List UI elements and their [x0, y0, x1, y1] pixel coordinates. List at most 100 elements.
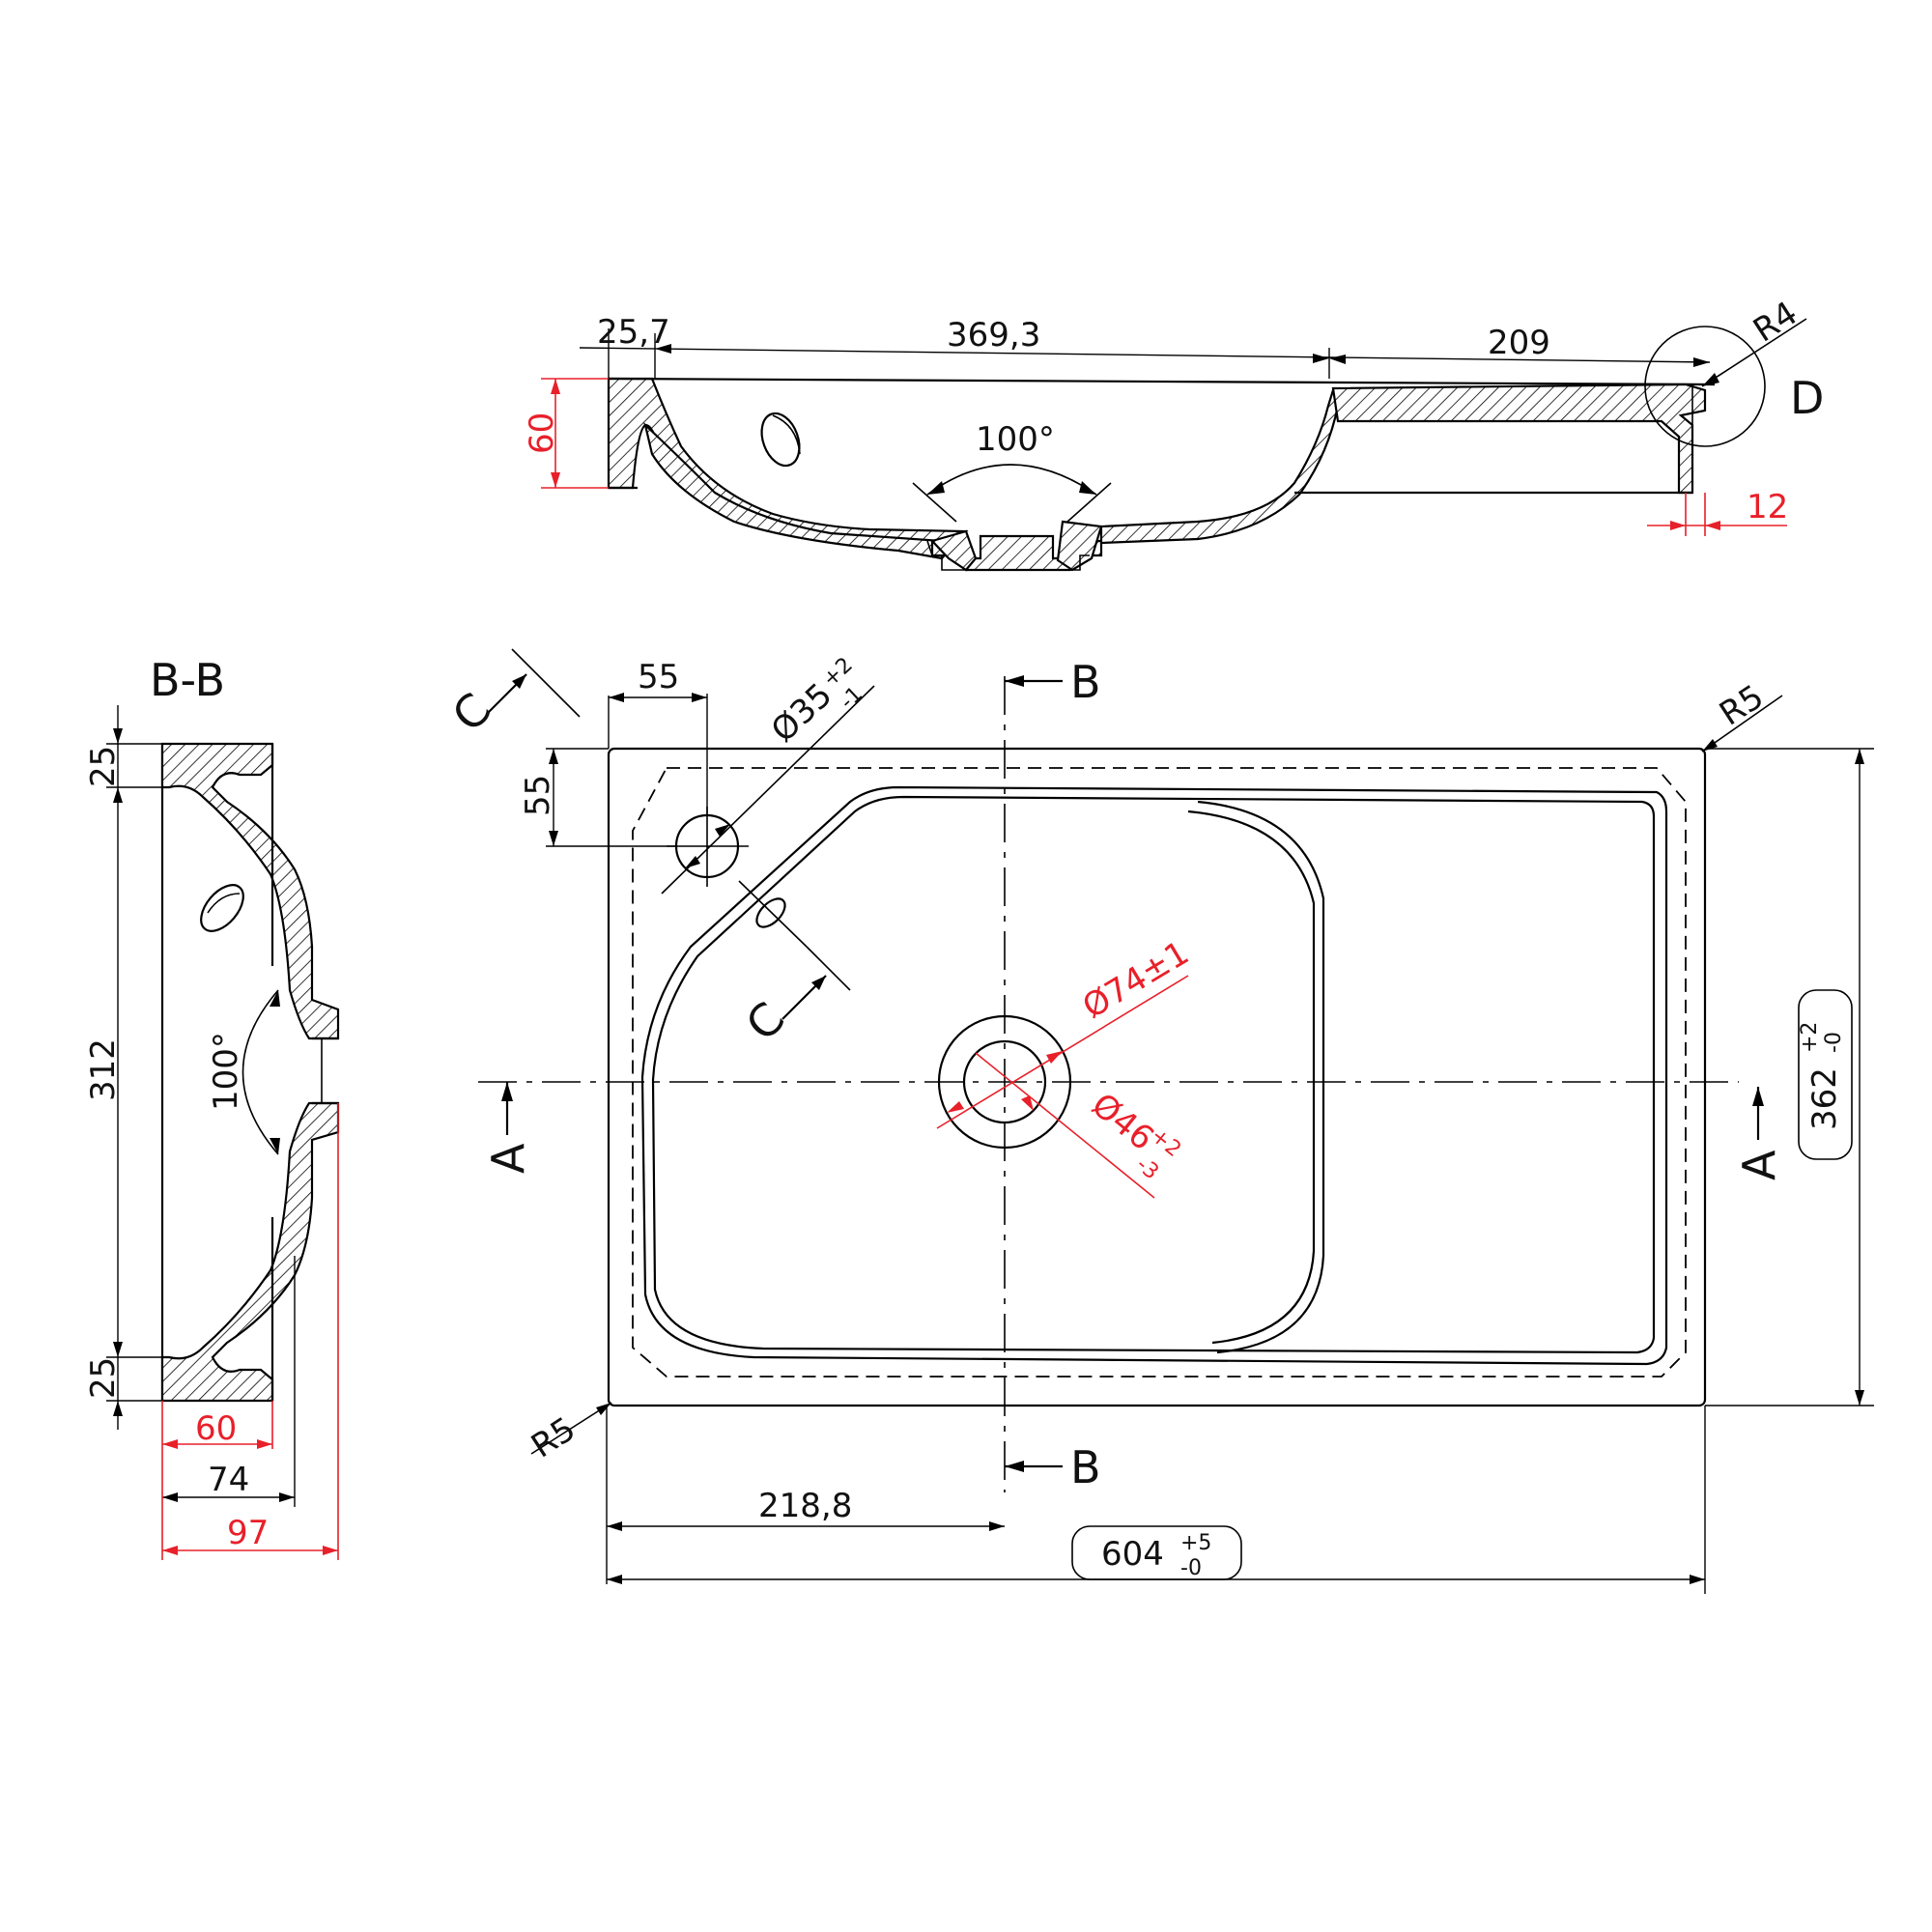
top-angle-arrow-left	[927, 481, 945, 495]
top-dim-arrow-1	[655, 344, 671, 354]
top-angle-leader-right	[1066, 482, 1112, 523]
top-rim-arrow-2	[1705, 521, 1720, 530]
drain-outer-leader	[936, 975, 1189, 1129]
tap-hole-arrow-2	[685, 856, 700, 868]
top-angle-leader-left	[912, 482, 957, 523]
drain-outer-arrow-2	[947, 1101, 964, 1113]
drain-outer-arrow-1	[1046, 1051, 1063, 1064]
overflow-hole-shade	[772, 414, 801, 455]
r5-bottom-leader	[530, 1402, 612, 1455]
dim-218-label: 218,8	[758, 1487, 852, 1525]
plan-55v-arrow-2	[549, 831, 558, 846]
top-drain-right	[1056, 520, 1103, 572]
dim-604-box	[1071, 1525, 1242, 1580]
top-dim-arrow-3	[1329, 355, 1346, 364]
bb-vdim-arrow-4	[113, 1401, 123, 1416]
bb-dim-25-top: 25	[84, 746, 123, 787]
plan-dim-55-v: 55	[519, 775, 557, 816]
drain-inner-leader	[975, 1052, 1155, 1199]
plan-bowl-outer	[640, 785, 1668, 1366]
top-dim-line	[579, 347, 1711, 363]
bb-dim74-arrow-2	[279, 1492, 295, 1502]
drain-inner-label: Ø46	[1084, 1086, 1161, 1158]
bb-dim-97: 97	[227, 1514, 269, 1552]
dim-362-arrow-1	[1855, 749, 1864, 764]
dim-604-arrow-2	[1690, 1575, 1705, 1584]
r5-top-label: R5	[1713, 677, 1771, 733]
bb-dim97-arrow-2	[323, 1546, 338, 1555]
dim-604-tol-plus: +5	[1180, 1531, 1211, 1555]
plan-55h-arrow-1	[609, 693, 624, 702]
section-c-top-cut	[511, 648, 581, 718]
r5-bottom-arrow	[596, 1403, 611, 1415]
bb-dim-60: 60	[195, 1409, 237, 1448]
top-dim-arrow-4	[1693, 357, 1710, 367]
section-b-top-arrow	[1005, 675, 1024, 687]
top-dim-209: 209	[1488, 324, 1550, 362]
section-a-left-arrow	[501, 1082, 513, 1101]
dim-218-arrow-1	[607, 1521, 622, 1531]
dim-362-tol-minus: -0	[1822, 1032, 1846, 1053]
tap-hole-arrow-1	[715, 824, 730, 837]
plan-view: Ø74±1 Ø46 +2 -3 55 55 Ø35 +2 -1 R5 R5	[442, 648, 1874, 1594]
top-drain-left	[929, 529, 978, 572]
section-b-bottom-label: B	[1070, 1441, 1101, 1493]
plan-bowl-inner	[651, 795, 1656, 1354]
plan-outer-outline	[607, 747, 1707, 1407]
section-c-bottom-arrow	[811, 976, 826, 990]
bb-angle-arrow-top	[270, 990, 280, 1007]
top-dim-arrow-2	[1313, 354, 1329, 363]
bb-bottom-lip	[160, 1101, 340, 1403]
plan-basin-divider	[1197, 800, 1325, 1354]
dim-218-arrow-2	[989, 1521, 1005, 1531]
bb-overflow-hole	[200, 884, 244, 932]
section-c-bottom-label: C	[736, 992, 795, 1051]
bb-dim74-arrow-1	[162, 1492, 178, 1502]
r5-bottom-label: R5	[525, 1409, 582, 1465]
tap-hole-tol-minus: -1	[836, 682, 867, 714]
detail-circle-d	[1644, 326, 1766, 447]
plan-basin-divider-inner	[1187, 810, 1316, 1345]
section-bb-title: B-B	[150, 654, 225, 706]
section-a-right-label: A	[1733, 1150, 1785, 1180]
drain-inner-arrow	[1021, 1095, 1034, 1111]
section-c-diagonal	[738, 880, 808, 948]
top-drain-bottom	[926, 540, 1090, 571]
top-dim-369-3: 369,3	[947, 316, 1040, 355]
plan-55h-arrow-2	[692, 693, 707, 702]
r5-top-leader	[1701, 695, 1783, 753]
dim-362-arrow-2	[1855, 1390, 1864, 1406]
dim-362-tol-plus: +2	[1798, 1022, 1822, 1053]
bb-top-lip	[160, 742, 340, 1040]
section-a-right-arrow	[1752, 1087, 1764, 1106]
section-c-top-arrow	[512, 674, 526, 689]
top-height-label: 60	[523, 412, 561, 454]
top-profile-view: 100° 25,7 369,3 209 R4 D 60 12	[523, 294, 1824, 572]
top-rim-label: 12	[1747, 488, 1788, 526]
section-a-left-label: A	[482, 1143, 534, 1174]
top-angle-arc	[926, 464, 1097, 496]
bb-dim-74: 74	[208, 1461, 249, 1499]
plan-dashed-inner	[632, 767, 1687, 1378]
top-angle-arrow-right	[1079, 481, 1096, 495]
tap-hole-label: Ø35	[764, 676, 839, 751]
top-angle-label: 100°	[976, 420, 1055, 459]
bb-dim-25-bottom: 25	[84, 1357, 123, 1399]
bb-angle-label: 100°	[207, 1032, 245, 1111]
r5-top-arrow	[1702, 739, 1718, 752]
bb-vdim-arrow-1	[113, 728, 123, 744]
detail-r4-leader	[1701, 318, 1807, 387]
top-bowl-curve	[643, 421, 944, 560]
detail-r4-label: R4	[1747, 294, 1804, 350]
overflow-hole	[760, 412, 801, 468]
bb-angle-arc	[242, 989, 279, 1155]
top-height-arrow-down	[551, 472, 560, 488]
bb-dim60-arrow-2	[257, 1439, 272, 1449]
bb-vdim-arrow-2	[113, 787, 123, 803]
section-c-bottom-cut	[806, 946, 851, 991]
plan-dim-55-h: 55	[638, 658, 679, 696]
dim-362-label: 362	[1805, 1067, 1844, 1130]
top-rim-arrow-1	[1670, 521, 1686, 530]
top-right-deck-section	[1331, 383, 1707, 495]
